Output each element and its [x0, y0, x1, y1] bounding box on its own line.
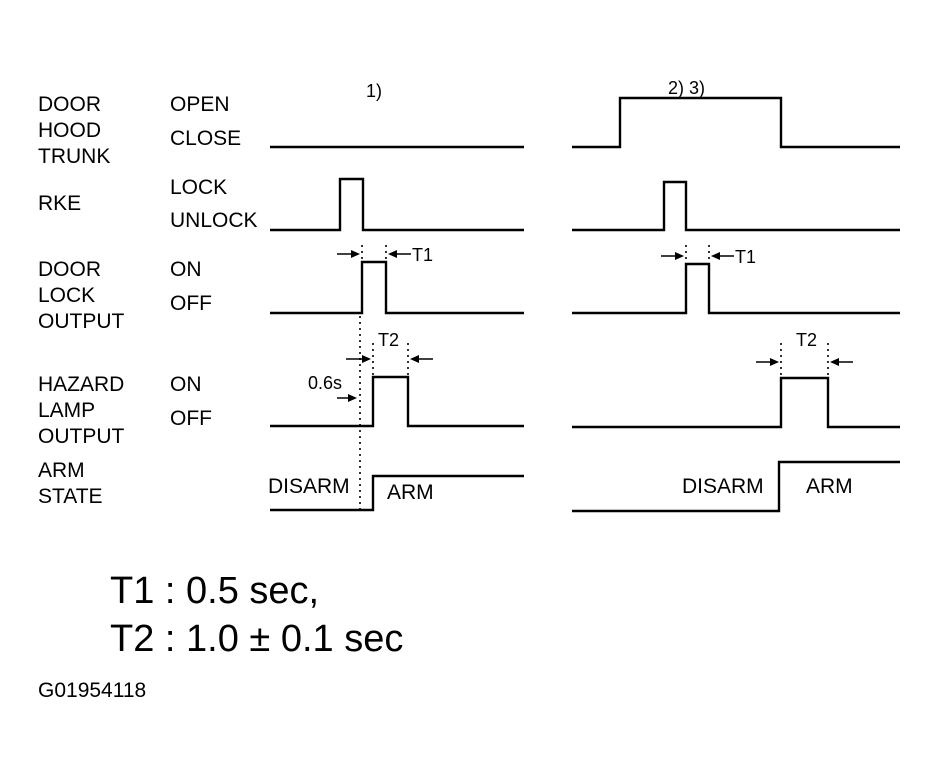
case-1-t1-label: T1: [412, 245, 433, 265]
label-rke: RKE: [38, 192, 81, 215]
case-1-t1-arrow-right: [388, 250, 411, 258]
case-2-3-t2-arrow-right: [830, 358, 853, 366]
case-2-3-t1-label: T1: [735, 247, 756, 267]
signal-labels: DOOR HOOD TRUNK RKE DOOR LOCK OUTPUT HAZ…: [38, 93, 125, 508]
state-hazard-on: ON: [170, 373, 202, 396]
case-1-delay-arrow: [337, 394, 357, 402]
label-door-hood-trunk-3: TRUNK: [38, 145, 110, 168]
case-2-3-disarm-label: DISARM: [682, 475, 764, 498]
case-1-t2-arrow-left: [346, 355, 371, 363]
case-1-arm-waveform: [270, 474, 524, 512]
state-open: OPEN: [170, 93, 230, 116]
case-1-hazard-waveform: [270, 375, 524, 428]
state-unlock: UNLOCK: [170, 209, 258, 232]
state-door-lock-on: ON: [170, 258, 202, 281]
label-door-lock-output-3: OUTPUT: [38, 310, 125, 333]
case-1-t1-arrow-left: [337, 250, 360, 258]
case-2-3: 2) 3) T1 T2 DISARM ARM: [572, 78, 900, 513]
case-1-t2-label: T2: [378, 330, 399, 350]
case-2-3-t1-arrow-right: [711, 252, 734, 260]
timing-legend: T1 : 0.5 sec, T2 : 1.0 ± 0.1 sec: [110, 570, 403, 660]
case-2-3-label: 2) 3): [668, 78, 705, 98]
state-close: CLOSE: [170, 127, 241, 150]
case-2-3-door-waveform: [572, 96, 900, 149]
state-lock: LOCK: [170, 176, 227, 199]
case-2-3-t2-arrow-left: [756, 358, 779, 366]
case-2-3-rke-waveform: [572, 180, 900, 232]
case-1-disarm-label: DISARM: [268, 475, 350, 498]
case-1: 1) T1 T2: [268, 81, 524, 514]
label-door-lock-output-2: LOCK: [38, 284, 95, 307]
case-2-3-hazard-waveform: [572, 376, 900, 429]
case-1-arm-label: ARM: [387, 481, 434, 504]
case-2-3-t1-arrow-left: [661, 252, 684, 260]
state-hazard-off: OFF: [170, 407, 212, 430]
label-door-hood-trunk-2: HOOD: [38, 119, 101, 142]
legend-t1: T1 : 0.5 sec,: [110, 570, 319, 612]
label-hazard-lamp-output-3: OUTPUT: [38, 425, 125, 448]
label-hazard-lamp-output-1: HAZARD: [38, 373, 124, 396]
case-1-label: 1): [366, 81, 382, 101]
figure-code: G01954118: [38, 679, 146, 702]
label-arm-state-1: ARM: [38, 459, 85, 482]
legend-t2: T2 : 1.0 ± 0.1 sec: [110, 618, 403, 660]
case-2-3-arm-label: ARM: [806, 475, 853, 498]
case-2-3-door-lock-waveform: [572, 262, 900, 315]
case-1-door-lock-waveform: [270, 260, 524, 315]
label-arm-state-2: STATE: [38, 485, 103, 508]
case-2-3-arm-waveform: [572, 460, 900, 513]
case-1-delay-label: 0.6s: [308, 373, 342, 393]
case-1-t2-arrow-right: [410, 355, 433, 363]
label-hazard-lamp-output-2: LAMP: [38, 399, 95, 422]
label-door-lock-output-1: DOOR: [38, 258, 101, 281]
case-2-3-t2-label: T2: [796, 330, 817, 350]
case-1-rke-waveform: [270, 177, 524, 232]
label-door-hood-trunk-1: DOOR: [38, 93, 101, 116]
state-labels: OPEN CLOSE LOCK UNLOCK ON OFF ON OFF: [170, 93, 258, 430]
state-door-lock-off: OFF: [170, 292, 212, 315]
